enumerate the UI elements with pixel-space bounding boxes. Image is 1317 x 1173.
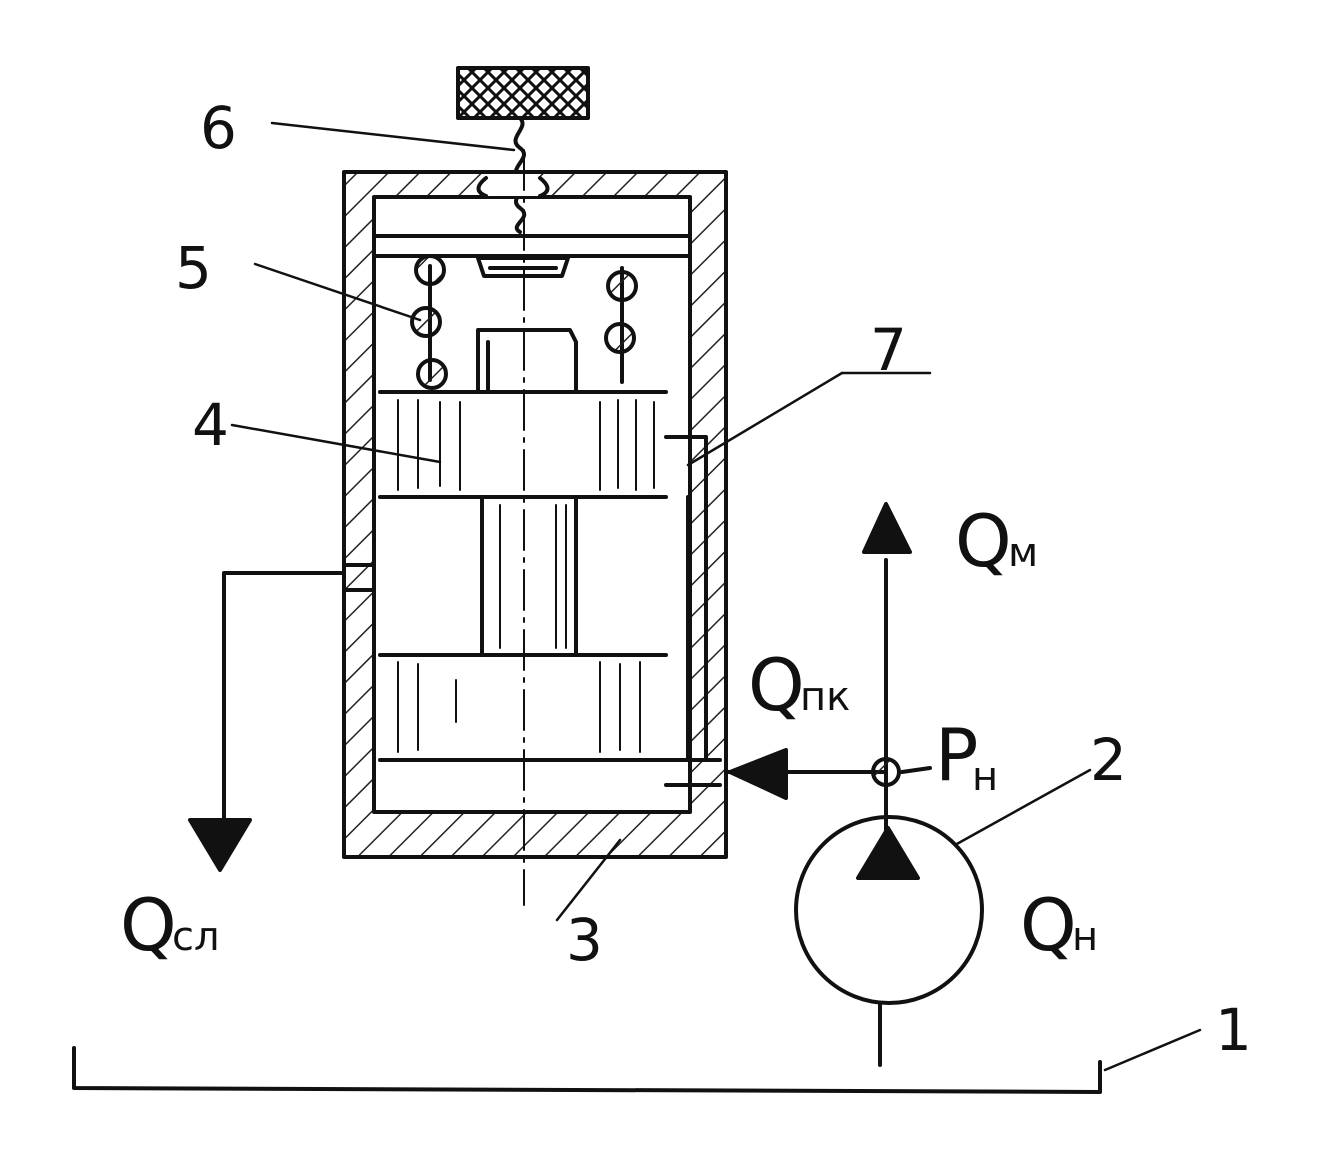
svg-text:P: P [935,713,978,797]
callout-6: 6 [200,94,237,162]
spring-seat [476,256,570,278]
svg-text:Q: Q [1020,883,1077,967]
adjusting-knob [456,66,590,120]
label-p-n: P н [935,713,998,800]
pressure-gauge-point [871,757,901,787]
pump [794,815,984,1067]
svg-text:пк: пк [800,674,850,720]
svg-text:н: н [972,754,998,800]
internal-channel [664,435,722,787]
svg-text:Q: Q [955,499,1012,583]
label-q-n: Q н [1020,883,1098,967]
callout-7: 7 [870,316,907,384]
label-q-pk: Q пк [748,643,850,727]
drain-line [222,571,346,822]
tank-base [72,1046,1102,1094]
callout-3: 3 [566,906,603,974]
consumer-arrow [862,502,912,554]
supply-arrow [728,748,788,800]
callout-1: 1 [1215,996,1252,1064]
svg-text:м: м [1008,530,1038,576]
svg-text:н: н [1072,914,1098,960]
drain-arrow [188,818,252,872]
callout-2: 2 [1090,726,1127,794]
svg-text:сл: сл [172,914,220,960]
callout-5: 5 [175,234,212,302]
callout-4: 4 [192,391,229,459]
svg-text:Q: Q [748,643,805,727]
label-q-m: Q м [955,499,1038,583]
label-q-sl: Q сл [120,883,220,967]
svg-text:Q: Q [120,883,177,967]
spring [410,254,638,390]
